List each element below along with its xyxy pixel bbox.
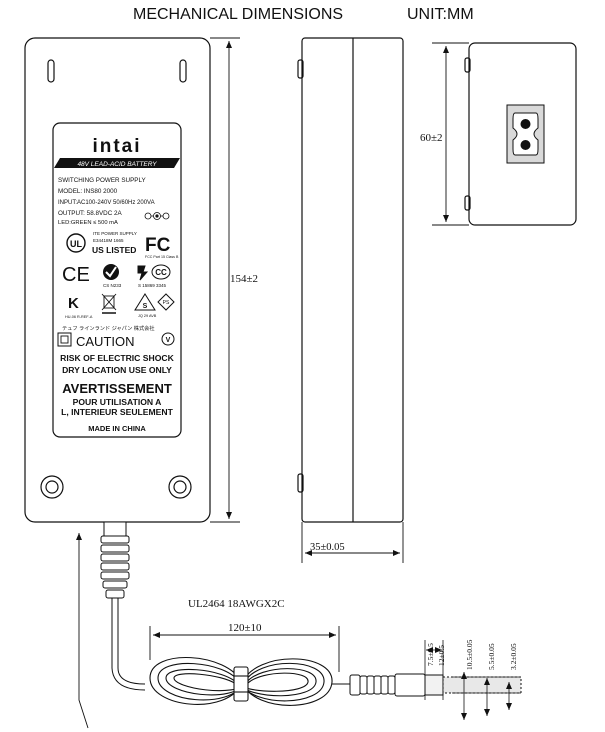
cable-length-value: 120±10 — [228, 622, 262, 634]
output-rating: OUTPUT: 58.8VDC 2A — [58, 210, 122, 217]
connector-dim-3: 10.5±0.05 — [465, 639, 474, 670]
polarity-icon — [144, 212, 170, 220]
interieur-seulement: L, INTERIEUR SEULEMENT — [61, 407, 173, 417]
c-tick-code: CS N233 — [103, 283, 122, 288]
e-number: E34418M 1665 — [93, 238, 124, 243]
leader-arrow — [76, 533, 89, 729]
ce-icon: CE — [62, 264, 90, 286]
ul-listed-icon: UL — [66, 233, 86, 253]
cable-length-dimension — [149, 626, 340, 672]
svg-text:S: S — [143, 303, 148, 310]
unit-label: UNIT:MM — [407, 6, 474, 23]
coiled-cable — [149, 657, 352, 706]
ac-inlet-icon — [506, 104, 545, 164]
cable — [111, 598, 146, 691]
svg-text:UL: UL — [70, 239, 82, 249]
kc-icon: K — [68, 295, 79, 312]
brand-logo: intai — [92, 136, 141, 157]
safety-triangle-icon: S — [134, 293, 156, 311]
fcc-sub: FCC Part 15 Class B — [145, 255, 179, 259]
thickness-dimension — [301, 522, 404, 563]
japan-text: テュフ ラインランド ジャパン 株式会社 — [62, 324, 155, 332]
avertissement-heading: AVERTISSEMENT — [62, 381, 172, 396]
model-number: MODEL: INS80 2000 — [58, 188, 118, 195]
led-rating: LED:GREEN ≤ 500 mA — [58, 220, 118, 226]
length-value: 154±2 — [230, 273, 258, 285]
connector-dim-5: 3.2±0.05 — [509, 643, 518, 670]
weee-bin-icon — [101, 293, 117, 314]
end-view — [464, 42, 577, 226]
side-view — [297, 37, 404, 523]
connector-dimensions — [424, 640, 521, 720]
caution-heading: CAUTION — [76, 334, 135, 349]
connector-dim-2: 12±0.5 — [437, 645, 446, 666]
svg-text:V: V — [166, 337, 171, 344]
indoor-square-icon — [57, 332, 72, 347]
product-label: intai 48V LEAD-ACID BATTERY SWITCHING PO… — [54, 136, 180, 433]
dry-location-warning: DRY LOCATION USE ONLY — [62, 365, 172, 375]
strain-relief — [100, 521, 130, 599]
pour-utilisation: POUR UTILISATION A — [73, 397, 162, 407]
connector-dim-1: 7.5±0.5 — [426, 643, 435, 666]
risk-warning: RISK OF ELECTRIC SHOCK — [60, 353, 174, 363]
ccc-icon: CC — [137, 264, 171, 281]
length-dimension — [210, 37, 240, 523]
svg-text:PS: PS — [163, 300, 170, 306]
fcc-icon: FC — [145, 235, 171, 256]
battery-banner: 48V LEAD-ACID BATTERY — [54, 158, 180, 168]
made-in: MADE IN CHINA — [88, 424, 146, 433]
page-title: MECHANICAL DIMENSIONS — [133, 6, 343, 23]
efficiency-v-icon: V — [161, 332, 175, 346]
input-rating: INPUT:AC100-240V 50/60Hz 200VA — [58, 200, 155, 206]
thickness-value: 35±0.05 — [310, 542, 345, 553]
connector-dim-4: 5.5±0.05 — [487, 643, 496, 670]
kc-code: HU-06 R-REF-A — [65, 315, 93, 319]
front-view — [24, 37, 211, 523]
c-tick-icon — [103, 264, 119, 280]
product-name: SWITCHING POWER SUPPLY — [58, 177, 146, 184]
width-dimension — [432, 42, 469, 226]
pse-diamond-icon: PS — [157, 293, 175, 311]
jp-mark-code: JQ 29 AVB — [138, 314, 157, 318]
cable-spec: UL2464 18AWGX2C — [188, 598, 285, 610]
ccc-code: S 15869 3345 — [138, 283, 167, 288]
width-value: 60±2 — [420, 132, 443, 144]
ite-text: ITE POWER SUPPLY — [93, 231, 137, 236]
svg-text:48V LEAD-ACID BATTERY: 48V LEAD-ACID BATTERY — [77, 161, 157, 168]
svg-text:CC: CC — [155, 268, 167, 277]
ul-listed-text: US LISTED — [92, 245, 136, 255]
